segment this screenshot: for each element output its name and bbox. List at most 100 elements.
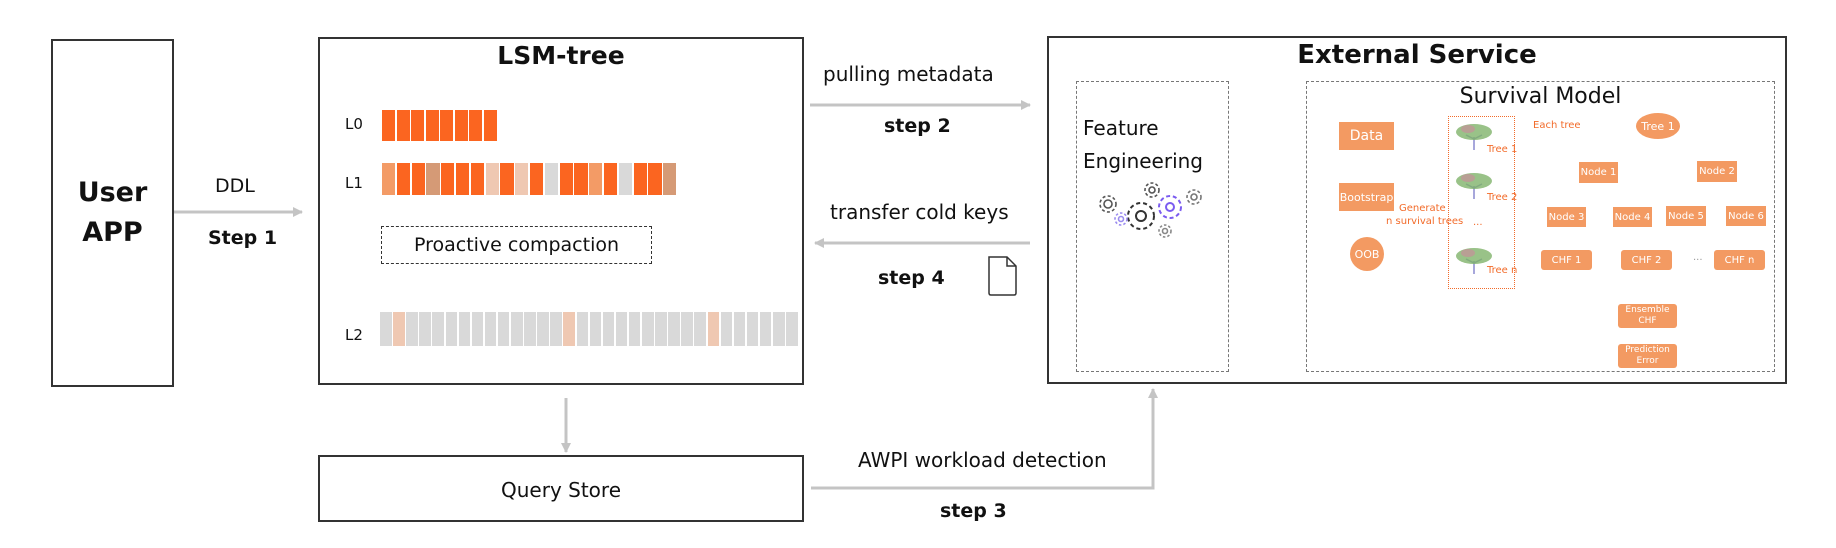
user-app-box: User APP <box>51 39 174 387</box>
level-l1-sstables <box>382 163 678 195</box>
step4-label: step 4 <box>878 267 945 289</box>
level-label-l2: L2 <box>345 326 363 344</box>
gears-icon <box>1099 182 1202 238</box>
node-1: Node 1 <box>1579 162 1618 183</box>
bootstrap-node: Bootstrap <box>1339 183 1394 211</box>
sstable-cell-cold <box>615 312 628 346</box>
level-label-l1: L1 <box>345 174 363 192</box>
sstable-cell-cold <box>445 312 458 346</box>
sstable-cell-cold <box>544 163 559 195</box>
sstable-cell-hot <box>454 110 468 141</box>
data-node: Data <box>1339 122 1394 150</box>
sstable-cell-hot <box>456 163 470 195</box>
tree-icon-1 <box>1456 124 1492 150</box>
sstable-cell-pale <box>707 312 720 346</box>
generate-label-line1: Generate <box>1399 203 1446 214</box>
chf-n-node: CHF n <box>1714 250 1765 270</box>
sstable-cell-pale <box>515 163 529 195</box>
step3-label: step 3 <box>940 500 1007 522</box>
sstable-cell-hot <box>425 110 439 141</box>
sstable-cell-cold <box>380 312 392 346</box>
node-5: Node 5 <box>1666 206 1706 226</box>
sstable-cell-cold <box>694 312 706 346</box>
level-l0-sstables <box>382 110 498 141</box>
sstable-cell-cold <box>550 312 562 346</box>
sstable-cell-hot <box>441 163 455 195</box>
sstable-cell-cold <box>733 312 746 346</box>
sstable-cell-cold <box>537 312 549 346</box>
sstable-cell-cold <box>773 312 785 346</box>
proactive-compaction-label: Proactive compaction <box>413 234 620 256</box>
sstable-cell-hot <box>411 110 424 141</box>
sstable-cell-cold <box>484 312 497 346</box>
sstable-cell-cold <box>471 312 484 346</box>
each-tree-label: Each tree <box>1533 120 1581 131</box>
prediction-error-node: Prediction Error <box>1618 344 1677 368</box>
sstable-cell-cold <box>458 312 471 346</box>
oob-node: OOB <box>1350 237 1384 271</box>
chf-1-node: CHF 1 <box>1541 250 1592 270</box>
sstable-cell-hot <box>396 110 410 141</box>
sstable-cell-hot <box>469 110 482 141</box>
tree-ellipsis: ... <box>1473 217 1483 228</box>
query-store-box: Query Store <box>318 455 804 522</box>
sstable-cell-cold <box>655 312 667 346</box>
sstable-cell-tan <box>663 163 677 195</box>
node-4: Node 4 <box>1613 207 1652 227</box>
sstable-cell-hot <box>396 163 411 195</box>
sstable-cell-cold <box>511 312 523 346</box>
sstable-cell-hot <box>648 163 662 195</box>
sstable-cell-cold <box>642 312 654 346</box>
tree-icon-n <box>1456 248 1492 274</box>
sstable-cell-light <box>589 163 603 195</box>
tree-label-2: Tree 2 <box>1487 192 1518 203</box>
step2-label: step 2 <box>884 115 951 137</box>
tree-icon-2 <box>1456 173 1492 199</box>
node-2: Node 2 <box>1697 161 1737 182</box>
awpi-workload-label: AWPI workload detection <box>858 448 1107 472</box>
sstable-cell-hot <box>411 163 425 195</box>
survival-model-title: Survival Model <box>1459 84 1622 109</box>
feature-engineering-panel: Feature Engineering <box>1076 81 1229 372</box>
node-3: Node 3 <box>1547 207 1586 227</box>
tree-label-n: Tree n <box>1487 265 1518 276</box>
sstable-cell-cold <box>759 312 772 346</box>
proactive-compaction-box: Proactive compaction <box>381 226 652 264</box>
tree-label-1: Tree 1 <box>1487 144 1518 155</box>
sstable-cell-hot <box>574 163 588 195</box>
sstable-cell-hot <box>530 163 544 195</box>
sstable-cell-tan <box>426 163 440 195</box>
chf-ellipsis: ... <box>1693 252 1703 263</box>
sstable-cell-pale <box>485 163 499 195</box>
sstable-cell-cold <box>628 312 641 346</box>
sstable-cell-cold <box>720 312 733 346</box>
sstable-cell-cold <box>746 312 759 346</box>
external-service-title: External Service <box>1297 40 1537 70</box>
pulling-metadata-label: pulling metadata <box>823 62 994 86</box>
sstable-cell-cold <box>497 312 510 346</box>
sstable-cell-cold <box>668 312 680 346</box>
sstable-cell-cold <box>406 312 418 346</box>
sstable-cell-hot <box>559 163 573 195</box>
ddl-label: DDL <box>215 175 255 197</box>
lsm-tree-title: LSM-tree <box>497 41 625 70</box>
feature-engineering-label-line2: Engineering <box>1083 149 1203 173</box>
sstable-cell-pale <box>393 312 405 346</box>
sstable-cell-hot <box>604 163 618 195</box>
sstable-cell-cold <box>432 312 444 346</box>
prediction-error-line1: Prediction <box>1625 345 1670 355</box>
survival-model-panel: Survival Model <box>1306 81 1775 372</box>
sstable-cell-hot <box>500 163 514 195</box>
sstable-cell-cold <box>681 312 693 346</box>
ensemble-chf-line2: CHF <box>1638 316 1657 326</box>
level-label-l0: L0 <box>345 115 363 133</box>
sstable-cell-light <box>382 163 396 195</box>
prediction-error-line2: Error <box>1636 356 1659 366</box>
user-app-label-line1: User <box>77 177 148 208</box>
sstable-cell-cold <box>576 312 589 346</box>
trees-group <box>1448 116 1515 289</box>
ensemble-chf-line1: Ensemble <box>1625 305 1670 315</box>
sstable-cell-hot <box>382 110 395 141</box>
node-6: Node 6 <box>1726 206 1766 226</box>
generate-label-line2: n survival trees <box>1386 216 1464 227</box>
